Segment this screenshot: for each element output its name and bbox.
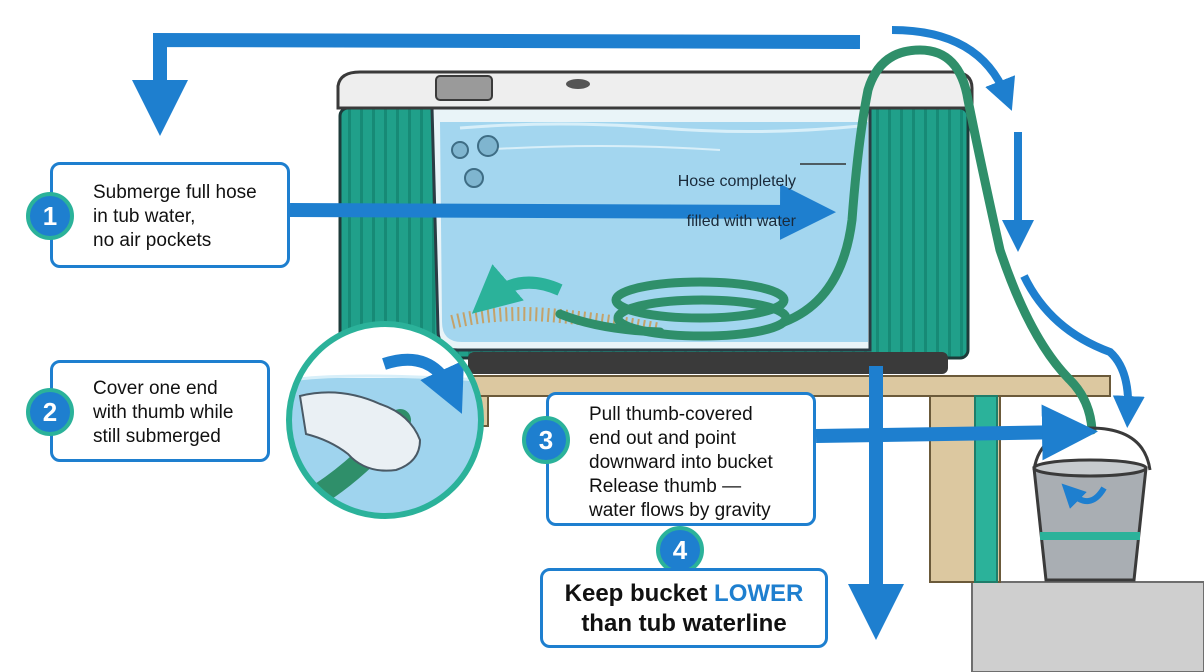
step-3-box: Pull thumb-covered end out and point dow… (546, 392, 816, 526)
hose-callout-line-1: Hose completely (677, 173, 796, 190)
step-1-text: Submerge full hose in tub water, no air … (93, 182, 257, 251)
bucket (1032, 426, 1152, 582)
step-2-box: Cover one end with thumb while still sub… (50, 360, 270, 462)
step-4-prefix: Keep bucket (564, 580, 715, 607)
arrow-inside-tub (471, 264, 563, 314)
step-4-line-1: Keep bucket LOWER (543, 571, 825, 609)
flow-arrows (132, 32, 1098, 640)
hose (555, 45, 1097, 435)
step-4-line-2: than tub waterline (581, 610, 787, 637)
step-1-badge: 1 (26, 192, 74, 240)
wooden-deck (459, 375, 1111, 583)
hose-callout-line-2: filled with water (686, 213, 796, 230)
step-3-text: Pull thumb-covered end out and point dow… (589, 404, 773, 521)
step-4-box: Keep bucket LOWER than tub waterline (540, 568, 828, 648)
thumb-detail-lens (286, 321, 484, 519)
step-3-badge: 3 (522, 416, 570, 464)
step-2-text: Cover one end with thumb while still sub… (93, 378, 234, 447)
step-4-emphasis: LOWER (714, 580, 804, 607)
hose-callout: Hose completely filled with water (600, 152, 796, 252)
side-flow-arrows (891, 26, 1145, 428)
step-2-badge: 2 (26, 388, 74, 436)
arrow-step3-to-bucket (815, 404, 1098, 461)
step-4-badge: 4 (656, 526, 704, 574)
concrete-ground (971, 581, 1204, 672)
top-return-arrow (132, 32, 861, 136)
hand-glove (298, 391, 422, 472)
step-1-box: Submerge full hose in tub water, no air … (50, 162, 290, 268)
arrow-step1-to-hose (289, 183, 836, 240)
